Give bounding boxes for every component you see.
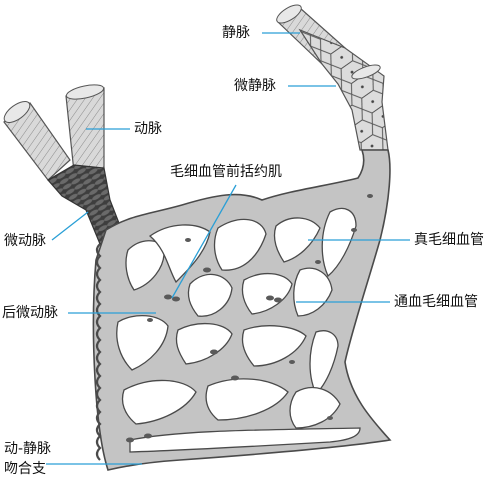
label-anastomosis-line2: 吻合支 <box>4 461 46 477</box>
label-artery: 动脉 <box>134 121 162 137</box>
label-thoroughfare-channel: 通血毛细血管 <box>394 294 478 310</box>
label-precapillary-sphincter: 毛细血管前括约肌 <box>170 164 282 180</box>
label-arteriole: 微动脉 <box>4 233 46 249</box>
leader-sphincter <box>171 184 237 299</box>
label-true-capillary: 真毛细血管 <box>414 232 484 248</box>
artery-right-branch <box>65 84 105 173</box>
label-venule: 微静脉 <box>234 78 276 94</box>
artery-left-branch <box>3 101 71 181</box>
label-vein: 静脉 <box>222 25 250 41</box>
capillary-bed <box>92 149 392 471</box>
smooth-muscle-edge <box>95 243 102 461</box>
cell-nuclei <box>126 194 373 443</box>
label-metarteriole: 后微动脉 <box>2 305 58 321</box>
leader-lines <box>46 32 410 465</box>
capillary-mesh-holes <box>116 207 361 453</box>
label-anastomosis-line1: 动-静脉 <box>4 441 52 457</box>
leader-arteriole <box>51 211 89 241</box>
venule <box>298 28 389 151</box>
